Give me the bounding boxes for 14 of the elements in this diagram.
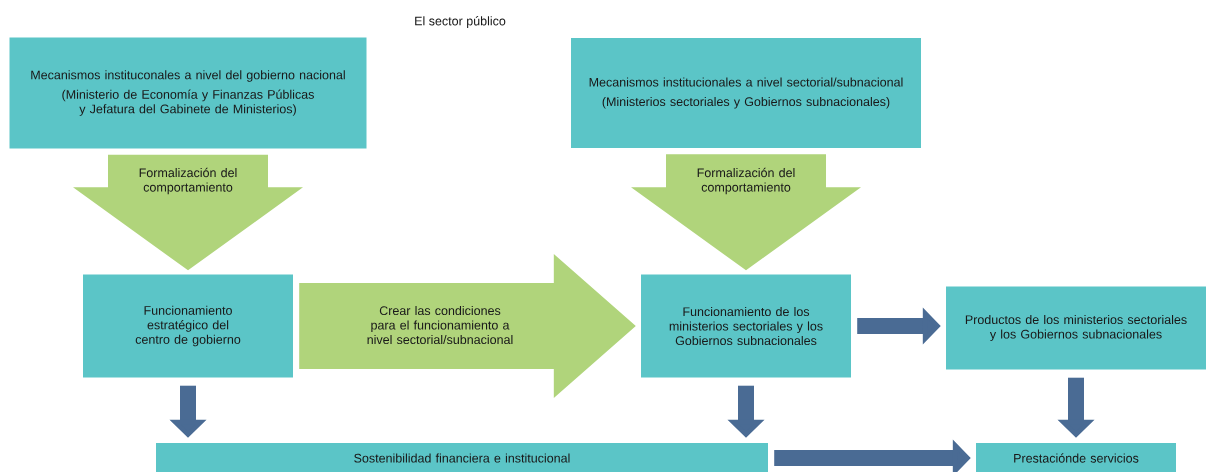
edge-label: Crear las condiciones para el funcionamiento a nivel sectorial/subnacional [367, 305, 513, 345]
process-box: Productos de los ministerios sectoriales y los Gobiernos subnacionales [946, 286, 1206, 370]
edge-label: Formalización del comportamiento [697, 167, 795, 195]
process-box: Funcionamiento estratégico del centro de gobierno [83, 274, 293, 378]
process-box: Mecanismos institucionales a nivel sectorial/subnacional (Ministerios sectoriales y Gobiernos subnacionales) [571, 38, 921, 148]
title: El sector público [415, 16, 506, 28]
process-box: Funcionamiento de los ministerios sectoriales y los Gobiernos subnacionales [641, 274, 851, 378]
arrow [73, 154, 303, 271]
edge-label: Formalización del comportamiento [139, 167, 237, 195]
arrow [299, 254, 636, 398]
process-box: Mecanismos instituconales a nivel del gobierno nacional (Ministerio de Economía y Finanzas Públicas y Jefatura del Gabinete de Ministerios) [9, 37, 367, 149]
arrow [631, 154, 861, 271]
process-box: Sostenibilidad financiera e institucional [156, 443, 768, 472]
process-box: Prestacióndе servicios [976, 443, 1176, 472]
